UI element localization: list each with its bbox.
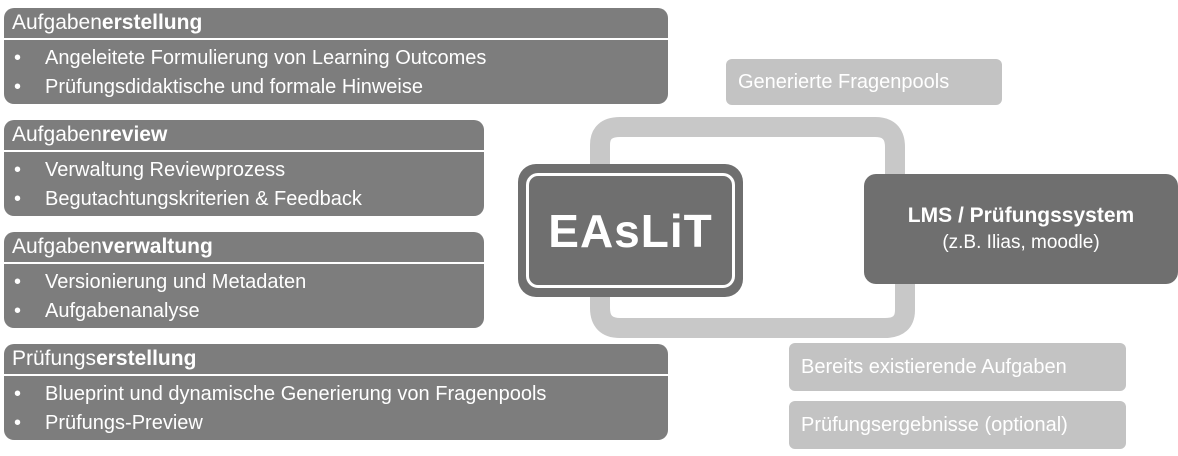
list-item: •Verwaltung Reviewprozess [14, 159, 286, 181]
card-heading: Prüfungserstellung [4, 344, 668, 376]
label-existierende-aufgaben: Bereits existierende Aufgaben [789, 343, 1126, 391]
card-aufgabenerstellung: Aufgabenerstellung •Angeleitete Formulie… [4, 8, 668, 104]
list-item: •Prüfungs-Preview [14, 412, 203, 434]
list-item: •Begutachtungskriterien & Feedback [14, 188, 362, 210]
list-item: •Angeleitete Formulierung von Learning O… [14, 47, 487, 69]
label-generierte-fragenpools: Generierte Fragenpools [726, 59, 1002, 105]
easlit-title: EAsLiT [526, 173, 735, 288]
card-pruefungserstellung: Prüfungserstellung •Blueprint und dynami… [4, 344, 668, 440]
arrow-to-lms [590, 117, 905, 182]
card-heading: Aufgabenverwaltung [4, 232, 484, 264]
label-pruefungsergebnisse: Prüfungsergebnisse (optional) [789, 401, 1126, 449]
list-item: •Aufgabenanalyse [14, 300, 200, 322]
card-heading: Aufgabenreview [4, 120, 484, 152]
list-item: •Blueprint und dynamische Generierung vo… [14, 383, 547, 405]
list-item: •Prüfungsdidaktische und formale Hinweis… [14, 76, 423, 98]
arrow-to-easlit [590, 280, 915, 338]
card-aufgabenreview: Aufgabenreview •Verwaltung Reviewprozess… [4, 120, 484, 216]
card-heading: Aufgabenerstellung [4, 8, 668, 40]
card-aufgabenverwaltung: Aufgabenverwaltung •Versionierung und Me… [4, 232, 484, 328]
list-item: •Versionierung und Metadaten [14, 271, 307, 293]
easlit-box: EAsLiT [518, 164, 743, 297]
lms-subtitle: (z.B. Ilias, moodle) [942, 232, 1100, 253]
lms-title: LMS / Prüfungssystem [907, 204, 1135, 227]
lms-box: LMS / Prüfungssystem (z.B. Ilias, moodle… [864, 174, 1178, 284]
